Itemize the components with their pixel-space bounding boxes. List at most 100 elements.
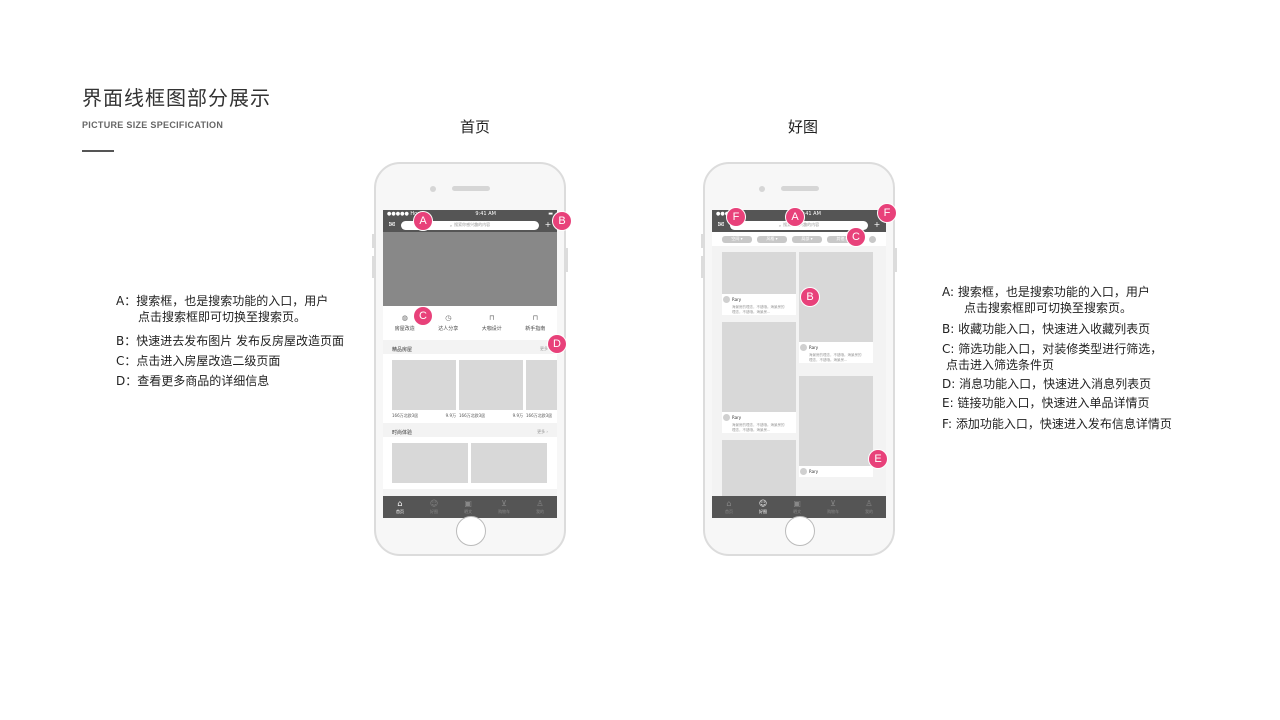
marker-f-right: F [878, 204, 896, 222]
filter-bar: 空间 ▾ 风格 ▾ 局部 ▾ 其他 ▾ [712, 232, 886, 246]
tab-cart[interactable]: ⊻购物车 [827, 499, 839, 515]
tab-cart[interactable]: ⊻购物车 [498, 499, 510, 515]
photo-image [722, 322, 796, 412]
marker-a-home: A [414, 212, 432, 230]
section-header: 时尚体验 更多 › [383, 427, 557, 437]
home-caption: 首页 [459, 118, 490, 136]
mail-icon[interactable]: ✉ [388, 220, 396, 229]
tab-post[interactable]: ▣晒文 [464, 499, 472, 515]
title-divider [82, 150, 114, 152]
tab-good[interactable]: ☺好图 [759, 499, 767, 515]
good-caption: 好图 [787, 118, 818, 136]
home-screen: ●●●●● Hooli 9:41 AM ▬ ✉ ⌕ 搜索你感兴趣的内容 + ◍ … [383, 210, 557, 518]
side-button [701, 234, 704, 248]
trend-image[interactable] [471, 443, 547, 483]
marker-a-good: A [786, 208, 804, 226]
photo-card[interactable]: Rary 海景房的理念，不错哦。海景房的理念，不错哦。海景房... [799, 252, 873, 363]
speaker [452, 186, 490, 191]
banner-image[interactable] [383, 232, 557, 306]
house-image [526, 360, 557, 410]
legend-right: A: 搜索框，也是搜索功能的入口，用户 点击搜索框即可切换至搜索页。 B: 收藏… [942, 284, 1172, 434]
plus-icon[interactable]: + [544, 220, 552, 229]
tab-label: 我的 [864, 509, 873, 514]
quick-item-renovation[interactable]: ◍ 房屋改造 [395, 314, 415, 332]
home-button [785, 516, 815, 546]
legend-right-b: B: 收藏功能入口，快速进入收藏列表页 [942, 322, 1151, 336]
tab-home[interactable]: ⌂首页 [396, 499, 404, 515]
marker-b-home: B [553, 212, 571, 230]
quick-item-label: 房屋改造 [394, 326, 415, 332]
tab-label: 好图 [759, 509, 768, 514]
quick-item-label: 新手指南 [525, 326, 546, 332]
smile-icon: ☺ [758, 499, 768, 508]
photo-image [722, 440, 796, 500]
house-image [459, 360, 523, 410]
section-title: 精品房屋 [392, 346, 413, 353]
tab-good[interactable]: ☺好图 [430, 499, 438, 515]
user-icon: ♙ [865, 499, 873, 508]
house-name: 166万北欧3居 [459, 413, 486, 418]
legend-right-a1: A: 搜索框，也是搜索功能的入口，用户 [942, 285, 1150, 299]
search-placeholder: 搜索你感兴趣的内容 [454, 222, 491, 227]
tab-me[interactable]: ♙我的 [865, 499, 873, 515]
tab-bar: ⌂首页 ☺好图 ▣晒文 ⊻购物车 ♙我的 [383, 496, 557, 518]
filter-more-icon[interactable] [869, 235, 876, 243]
mail-icon[interactable]: ✉ [717, 220, 725, 229]
avatar [800, 344, 807, 351]
side-button [372, 234, 375, 248]
more-link[interactable]: 更多 [540, 346, 548, 351]
tab-home[interactable]: ⌂首页 [725, 499, 733, 515]
clock-icon: ◷ [445, 314, 452, 322]
photo-card[interactable] [722, 440, 796, 500]
side-button [894, 248, 897, 272]
legend-right-d: D: 消息功能入口，快速进入消息列表页 [942, 377, 1152, 391]
plus-icon[interactable]: + [873, 220, 881, 229]
quick-item-guide[interactable]: ⊓ 新手指南 [525, 314, 545, 332]
filter-space[interactable]: 空间 ▾ [722, 235, 752, 243]
photo-desc: 海景房的理念，不错哦。海景房的理念，不错哦。海景房... [732, 305, 785, 314]
photo-card[interactable]: Rary [799, 376, 873, 477]
more-link[interactable]: 更多 › [537, 429, 548, 434]
tab-label: 好图 [430, 509, 439, 514]
legend-right-c1: C: 筛选功能入口，对装修类型进行筛选， [942, 342, 1163, 356]
phone-home: ●●●●● Hooli 9:41 AM ▬ ✉ ⌕ 搜索你感兴趣的内容 + ◍ … [372, 162, 568, 556]
search-icon: ⌕ [449, 222, 453, 228]
photo-card[interactable]: Rary 海景房的理念，不错哦。海景房的理念，不错哦。海景房... [722, 322, 796, 433]
filter-style[interactable]: 风格 ▾ [757, 235, 787, 243]
legend-left-c: C：点击进入房屋改造二级页面 [116, 354, 281, 368]
author-name: Rary [809, 469, 819, 474]
section-title: 时尚体验 [392, 429, 413, 436]
cart-icon: ⊻ [830, 499, 836, 508]
tab-label: 首页 [395, 509, 404, 514]
home-icon: ⌂ [397, 499, 403, 508]
home-button [456, 516, 486, 546]
photo-desc: 海景房的理念，不错哦。海景房的理念，不错哦。海景房... [809, 353, 862, 362]
clock: 9:41 AM [800, 211, 821, 217]
quick-item-design[interactable]: ⊓ 大咖设计 [482, 314, 502, 332]
legend-left-d: D：查看更多商品的详细信息 [116, 374, 270, 388]
camera [430, 186, 436, 192]
marker-f-left: F [727, 208, 745, 226]
legend-left-a2: 点击搜索框即可切换至搜索页。 [138, 310, 307, 324]
house-name: 166万北欧3居 [392, 413, 419, 418]
tab-post[interactable]: ▣晒文 [793, 499, 801, 515]
search-input[interactable]: ⌕ 搜索你感兴趣的内容 [401, 220, 539, 230]
clock: 9:41 AM [475, 211, 496, 217]
filter-part[interactable]: 局部 ▾ [792, 235, 822, 243]
house-card[interactable]: 166万北欧3居 [526, 360, 557, 419]
quick-item-label: 达人分享 [438, 326, 459, 332]
side-button [565, 248, 568, 272]
tab-bar: ⌂首页 ☺好图 ▣晒文 ⊻购物车 ♙我的 [712, 496, 886, 518]
quick-item-share[interactable]: ◷ 达人分享 [438, 314, 458, 332]
marker-b-good: B [801, 288, 819, 306]
tab-me[interactable]: ♙我的 [536, 499, 544, 515]
trend-image[interactable] [392, 443, 468, 483]
filter-other[interactable]: 其他 ▾ [827, 235, 857, 243]
lock-icon: ⊓ [489, 314, 495, 322]
photo-card[interactable]: Rary 海景房的理念，不错哦。海景房的理念，不错哦。海景房... [722, 252, 796, 315]
quick-item-label: 大咖设计 [481, 326, 502, 332]
photo-desc: 海景房的理念，不错哦。海景房的理念，不错哦。海景房... [732, 423, 785, 432]
